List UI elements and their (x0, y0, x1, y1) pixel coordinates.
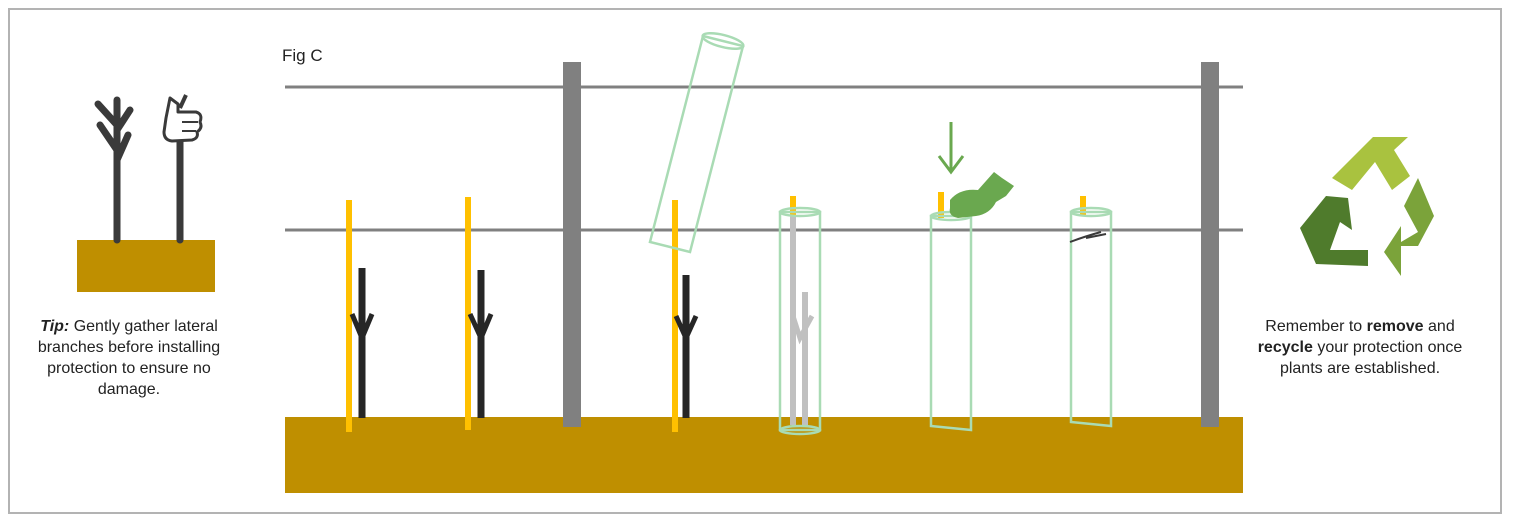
protected-plant (780, 196, 820, 434)
plant-with-cane (468, 197, 491, 430)
figure-label: Fig C (282, 46, 323, 66)
plant-with-cane (675, 200, 696, 432)
tube-pressed-down (931, 192, 971, 430)
thumbs-up-icon (164, 95, 201, 141)
branching-stem (98, 100, 130, 240)
down-arrow-icon (939, 122, 963, 172)
recycle-part1: Remember to (1265, 318, 1366, 335)
recycle-caption: Remember to remove and recycle your prot… (1255, 316, 1465, 379)
recycle-part2: and (1424, 318, 1455, 335)
tip-prefix: Tip: (40, 318, 69, 335)
post-left (563, 62, 581, 427)
tilted-tree-guard (650, 30, 745, 252)
post-right (1201, 62, 1219, 427)
glove-icon (950, 172, 1014, 218)
main-scene (285, 30, 1243, 493)
plant-with-cane (349, 200, 372, 432)
tip-caption: Tip: Gently gather lateral branches befo… (22, 316, 236, 400)
recycle-word: recycle (1258, 339, 1313, 356)
recycle-remove: remove (1367, 318, 1424, 335)
left-soil-block (77, 240, 215, 292)
recycle-icon (1300, 137, 1434, 276)
ground-soil (285, 417, 1243, 493)
tie-icon (1070, 232, 1106, 242)
left-illustration (77, 95, 215, 292)
